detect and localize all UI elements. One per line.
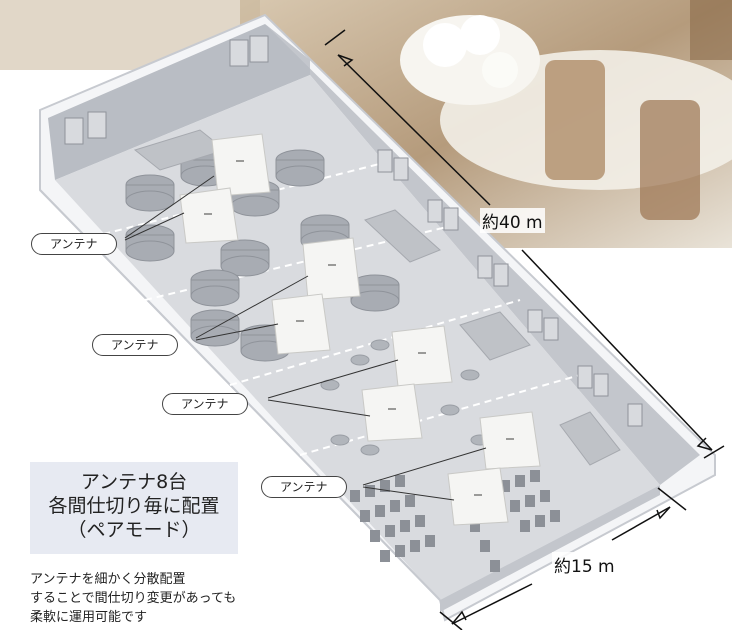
room-3d-model (39, 13, 716, 622)
callout-line-1: アンテナ8台 (80, 471, 188, 493)
note-line-3: 柔軟に運用可能です (30, 610, 148, 625)
note-line-1: アンテナを細かく分散配置 (30, 572, 186, 587)
antenna-summary-callout: アンテナ8台 各間仕切り毎に配置 （ペアモード） (30, 462, 238, 554)
dimension-arrows (324, 29, 725, 630)
callout-line-2: 各間仕切り毎に配置 (48, 495, 220, 517)
antenna-label-1: アンテナ (31, 233, 117, 255)
speaker-icons (64, 35, 643, 427)
callout-line-3: （ペアモード） (67, 519, 201, 541)
description-note: アンテナを細かく分散配置 することで間仕切り変更があっても 柔軟に運用可能です (30, 570, 300, 630)
length-dimension-label: 約40 m (480, 208, 545, 233)
antenna-label-3: アンテナ (162, 393, 248, 415)
antenna-units (179, 133, 541, 526)
note-line-2: することで間仕切り変更があっても (30, 591, 237, 606)
antenna-label-4: アンテナ (261, 476, 347, 498)
leader-lines (124, 175, 487, 501)
width-dimension-label: 約15 m (552, 552, 617, 577)
antenna-label-2: アンテナ (92, 334, 178, 356)
